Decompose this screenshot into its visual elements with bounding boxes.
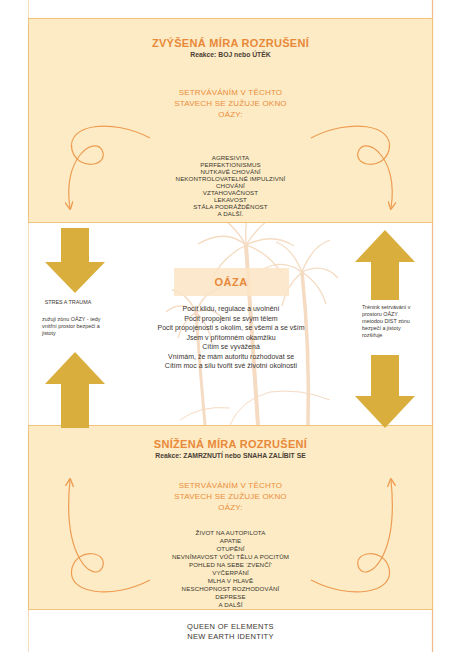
list-item: Vnímám, že mám autoritu rozhodovat se <box>140 352 322 362</box>
palm-illustration <box>166 200 338 425</box>
list-item: PERFEKTIONISMUS <box>168 161 293 168</box>
side-note: STRES A TRAUMA <box>44 299 92 306</box>
curl-arrow <box>69 126 150 208</box>
list-item: Jsem v přítomném okamžiku <box>140 333 322 343</box>
block-arrow <box>45 228 105 293</box>
band-heading: SNÍŽENÁ MÍRA ROZRUŠENÍ <box>29 438 432 451</box>
side-note: zužují zónu OÁZY - tedy vnitřní prostor … <box>42 316 102 337</box>
list-item: A DALŠÍ <box>168 601 293 609</box>
list-item: Pocit klidu, regulace a uvolnění <box>140 304 322 314</box>
block-arrows <box>45 228 415 428</box>
list-item: MLHA V HLAVĚ <box>168 577 293 585</box>
edge-line <box>432 0 433 652</box>
reaction-text: Reakce: ZAMRZNUTÍ nebo SNAHA ZALÍBIT SE <box>29 452 432 460</box>
list-item: Pocit propojenosti s okolím, se všemi a … <box>140 323 322 333</box>
list-item: NUTKAVÉ CHOVÁNÍ <box>168 168 293 175</box>
list-item: AGRESIVITA <box>168 154 293 161</box>
state-band: SNÍŽENÁ MÍRA ROZRUŠENÍReakce: ZAMRZNUTÍ … <box>28 425 433 610</box>
list-item: VZTAHOVAČNOST <box>168 189 293 196</box>
curl-arrow <box>311 480 392 592</box>
block-arrow <box>355 230 415 300</box>
list-item: POHLED NA SEBE ‘ZVENČÍ’ <box>168 561 293 569</box>
oasis-box: OÁZAPocit klidu, regulace a uvolněníPoci… <box>140 268 322 372</box>
list-item: OTUPĚNÍ <box>168 545 293 553</box>
list-item: VYČERPÁNÍ <box>168 569 293 577</box>
list-item: NESCHOPNOST ROZHODOVÁNÍ <box>168 585 293 593</box>
block-arrow <box>355 355 415 428</box>
list-item: LEKAVOST <box>168 196 293 203</box>
list-item: Cítím moc a sílu tvořit své životní okol… <box>140 361 322 371</box>
list-item: APATIE <box>168 537 293 545</box>
state-band: ZVÝŠENÁ MÍRA ROZRUŠENÍReakce: BOJ nebo Ú… <box>28 18 433 223</box>
band-heading: ZVÝŠENÁ MÍRA ROZRUŠENÍ <box>29 37 432 50</box>
band-heading: OÁZA <box>174 268 289 296</box>
list-item: NEVNÍMAVOST VŮČI TĚLU A POCITŮM <box>168 553 293 561</box>
side-note: Trénink setrvávání v prostoru OÁZY metod… <box>362 304 420 339</box>
curl-arrow <box>311 126 392 208</box>
list-item: A DALŠÍ. <box>168 210 293 217</box>
list-item: NEKONTROLOVATELNÉ IMPULZIVNÍ CHOVÁNÍ <box>168 175 293 189</box>
footer-brand: QUEEN OF ELEMENTS NEW EARTH IDENTITY <box>185 622 276 642</box>
list-item: Pocit propojení se svým tělem <box>140 314 322 324</box>
reaction-text: Reakce: BOJ nebo ÚTĚK <box>29 51 432 59</box>
note-text: SETRVÁVÁNÍM V TĚCHTO STAVECH SE ZUŽUJE O… <box>165 480 297 513</box>
list-item: DEPRESE <box>168 593 293 601</box>
list-item: STÁLA PODRÁŽDĚNOST <box>168 203 293 210</box>
block-arrow <box>45 352 105 428</box>
list-item: ŽIVOT NA AUTOPILOTA <box>168 529 293 537</box>
curl-arrows <box>69 126 393 592</box>
list-item: Cítím se vyvážená <box>140 342 322 352</box>
curl-arrow <box>69 480 150 592</box>
note-text: SETRVÁVÁNÍM V TĚCHTO STAVECH SE ZUŽUJE O… <box>165 87 297 120</box>
edge-line <box>28 0 29 652</box>
